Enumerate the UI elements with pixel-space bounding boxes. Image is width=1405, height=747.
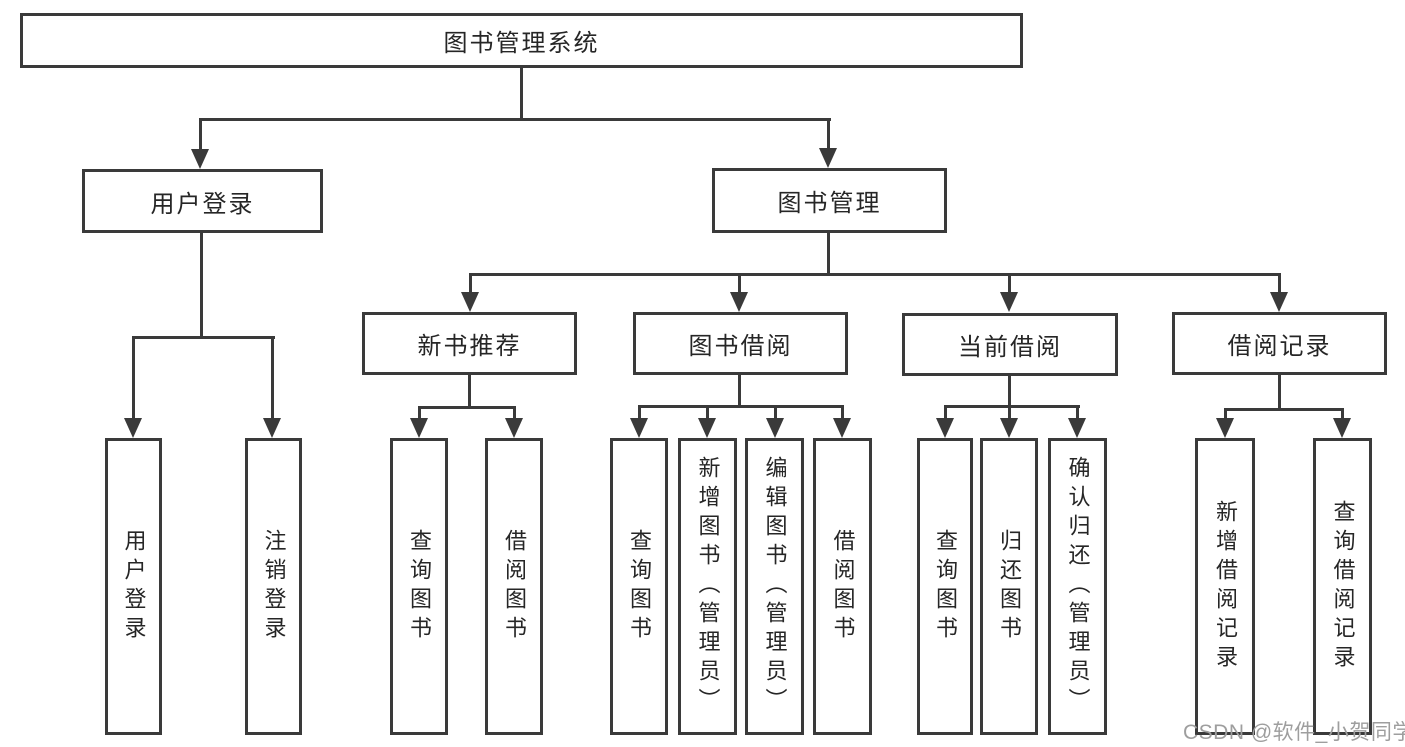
connector-root-stem bbox=[520, 68, 523, 120]
arrow-down bbox=[1333, 418, 1351, 438]
leaf-borrow-book-borrowing: 借阅图书 bbox=[813, 438, 872, 735]
connector-group-stem bbox=[468, 375, 471, 409]
connector-drop-level3 bbox=[1278, 273, 1281, 296]
leaf-query-book-recommend: 查询图书 bbox=[390, 438, 448, 735]
connector-drop-leaf bbox=[132, 336, 135, 420]
leaf-confirm-return-admin: 确认归还（管理员） bbox=[1048, 438, 1107, 735]
leaf-logout-label: 注销登录 bbox=[261, 528, 287, 645]
leaf-edit-book-admin: 编辑图书（管理员） bbox=[745, 438, 804, 735]
leaf-user-login: 用户登录 bbox=[105, 438, 162, 735]
arrow-down bbox=[461, 292, 479, 312]
arrow-down bbox=[698, 418, 716, 438]
connector-group-stem bbox=[1008, 376, 1011, 408]
leaf-query-book-recommend-label: 查询图书 bbox=[407, 528, 432, 645]
arrow-down bbox=[1000, 418, 1018, 438]
leaf-query-borrow-record-label: 查询借阅记录 bbox=[1330, 499, 1356, 674]
arrow-down bbox=[1068, 418, 1086, 438]
leaf-edit-book-admin-label: 编辑图书（管理员） bbox=[762, 456, 788, 717]
node-current-borrowing: 当前借阅 bbox=[902, 313, 1118, 376]
connector-group-branch bbox=[418, 406, 516, 409]
connector-group-stem bbox=[738, 375, 741, 408]
arrow-down bbox=[819, 148, 837, 168]
arrow-down bbox=[936, 418, 954, 438]
connector-drop-leaf bbox=[944, 405, 947, 420]
arrow-down bbox=[124, 418, 142, 438]
leaf-query-borrow-record: 查询借阅记录 bbox=[1313, 438, 1372, 735]
arrow-down bbox=[833, 418, 851, 438]
leaf-borrow-book-borrowing-label: 借阅图书 bbox=[830, 528, 856, 645]
leaf-query-book-current-label: 查询图书 bbox=[933, 528, 958, 645]
connector-group-branch bbox=[638, 405, 844, 408]
connector-drop-leaf bbox=[271, 336, 274, 420]
node-book-management-label: 图书管理 bbox=[777, 190, 882, 217]
arrow-down bbox=[1270, 292, 1288, 312]
leaf-return-book: 归还图书 bbox=[980, 438, 1038, 735]
node-book-borrowing: 图书借阅 bbox=[633, 312, 848, 375]
connector-drop-leaf bbox=[418, 406, 421, 420]
arrow-down bbox=[505, 418, 523, 438]
node-borrowing-records-label: 借阅记录 bbox=[1227, 333, 1332, 360]
connector-drop-leaf bbox=[1076, 405, 1079, 420]
node-user-login-label: 用户登录 bbox=[150, 190, 255, 218]
node-root-system-label: 图书管理系统 bbox=[443, 30, 600, 57]
leaf-add-book-admin-label: 新增图书（管理员） bbox=[695, 456, 721, 717]
connector-drop-level3 bbox=[738, 273, 741, 296]
leaf-add-borrow-record-label: 新增借阅记录 bbox=[1213, 499, 1238, 674]
connector-level2-branch bbox=[199, 118, 831, 121]
connector-drop-leaf bbox=[841, 405, 844, 420]
node-new-book-recommend: 新书推荐 bbox=[362, 312, 577, 375]
leaf-confirm-return-admin-label: 确认归还（管理员） bbox=[1065, 456, 1091, 717]
connector-drop-level3 bbox=[1008, 273, 1011, 296]
leaf-query-book-current: 查询图书 bbox=[917, 438, 973, 735]
leaf-query-book-borrowing-label: 查询图书 bbox=[627, 528, 652, 645]
connector-drop-user-login bbox=[199, 118, 202, 152]
arrow-down bbox=[1216, 418, 1234, 438]
connector-drop-leaf bbox=[1341, 408, 1344, 420]
connector-group-stem bbox=[1278, 375, 1281, 411]
node-book-borrowing-label: 图书借阅 bbox=[688, 333, 793, 360]
leaf-borrow-book-recommend: 借阅图书 bbox=[485, 438, 543, 735]
node-root-system: 图书管理系统 bbox=[20, 13, 1023, 68]
arrow-down bbox=[410, 418, 428, 438]
connector-drop-book-management bbox=[827, 118, 830, 151]
node-book-management: 图书管理 bbox=[712, 168, 947, 233]
leaf-query-book-borrowing: 查询图书 bbox=[610, 438, 668, 735]
arrow-down bbox=[1000, 292, 1018, 312]
arrow-down bbox=[766, 418, 784, 438]
node-new-book-recommend-label: 新书推荐 bbox=[417, 333, 522, 360]
connector-group-branch bbox=[1224, 408, 1344, 411]
connector-drop-leaf bbox=[706, 405, 709, 420]
arrow-down bbox=[263, 418, 281, 438]
connector-book-management-stem bbox=[827, 233, 830, 275]
connector-user-login-branch bbox=[132, 336, 275, 339]
arrow-down bbox=[630, 418, 648, 438]
connector-user-login-stem bbox=[200, 233, 203, 339]
connector-drop-leaf bbox=[638, 405, 641, 420]
connector-drop-leaf bbox=[1008, 405, 1011, 420]
arrow-down bbox=[730, 292, 748, 312]
connector-level3-branch bbox=[469, 273, 1281, 276]
leaf-return-book-label: 归还图书 bbox=[997, 528, 1022, 645]
node-borrowing-records: 借阅记录 bbox=[1172, 312, 1387, 375]
leaf-add-borrow-record: 新增借阅记录 bbox=[1195, 438, 1255, 735]
leaf-add-book-admin: 新增图书（管理员） bbox=[678, 438, 737, 735]
csdn-watermark: CSDN @软件_小贺同学 bbox=[1183, 721, 1405, 744]
connector-drop-leaf bbox=[513, 406, 516, 420]
connector-drop-leaf bbox=[774, 405, 777, 420]
node-user-login: 用户登录 bbox=[82, 169, 323, 233]
arrow-down bbox=[191, 149, 209, 169]
leaf-logout: 注销登录 bbox=[245, 438, 302, 735]
leaf-borrow-book-recommend-label: 借阅图书 bbox=[502, 528, 527, 645]
connector-group-branch bbox=[944, 405, 1080, 408]
connector-drop-leaf bbox=[1224, 408, 1227, 420]
leaf-user-login-label: 用户登录 bbox=[121, 528, 147, 645]
connector-drop-level3 bbox=[469, 273, 472, 296]
node-current-borrowing-label: 当前借阅 bbox=[958, 334, 1062, 361]
